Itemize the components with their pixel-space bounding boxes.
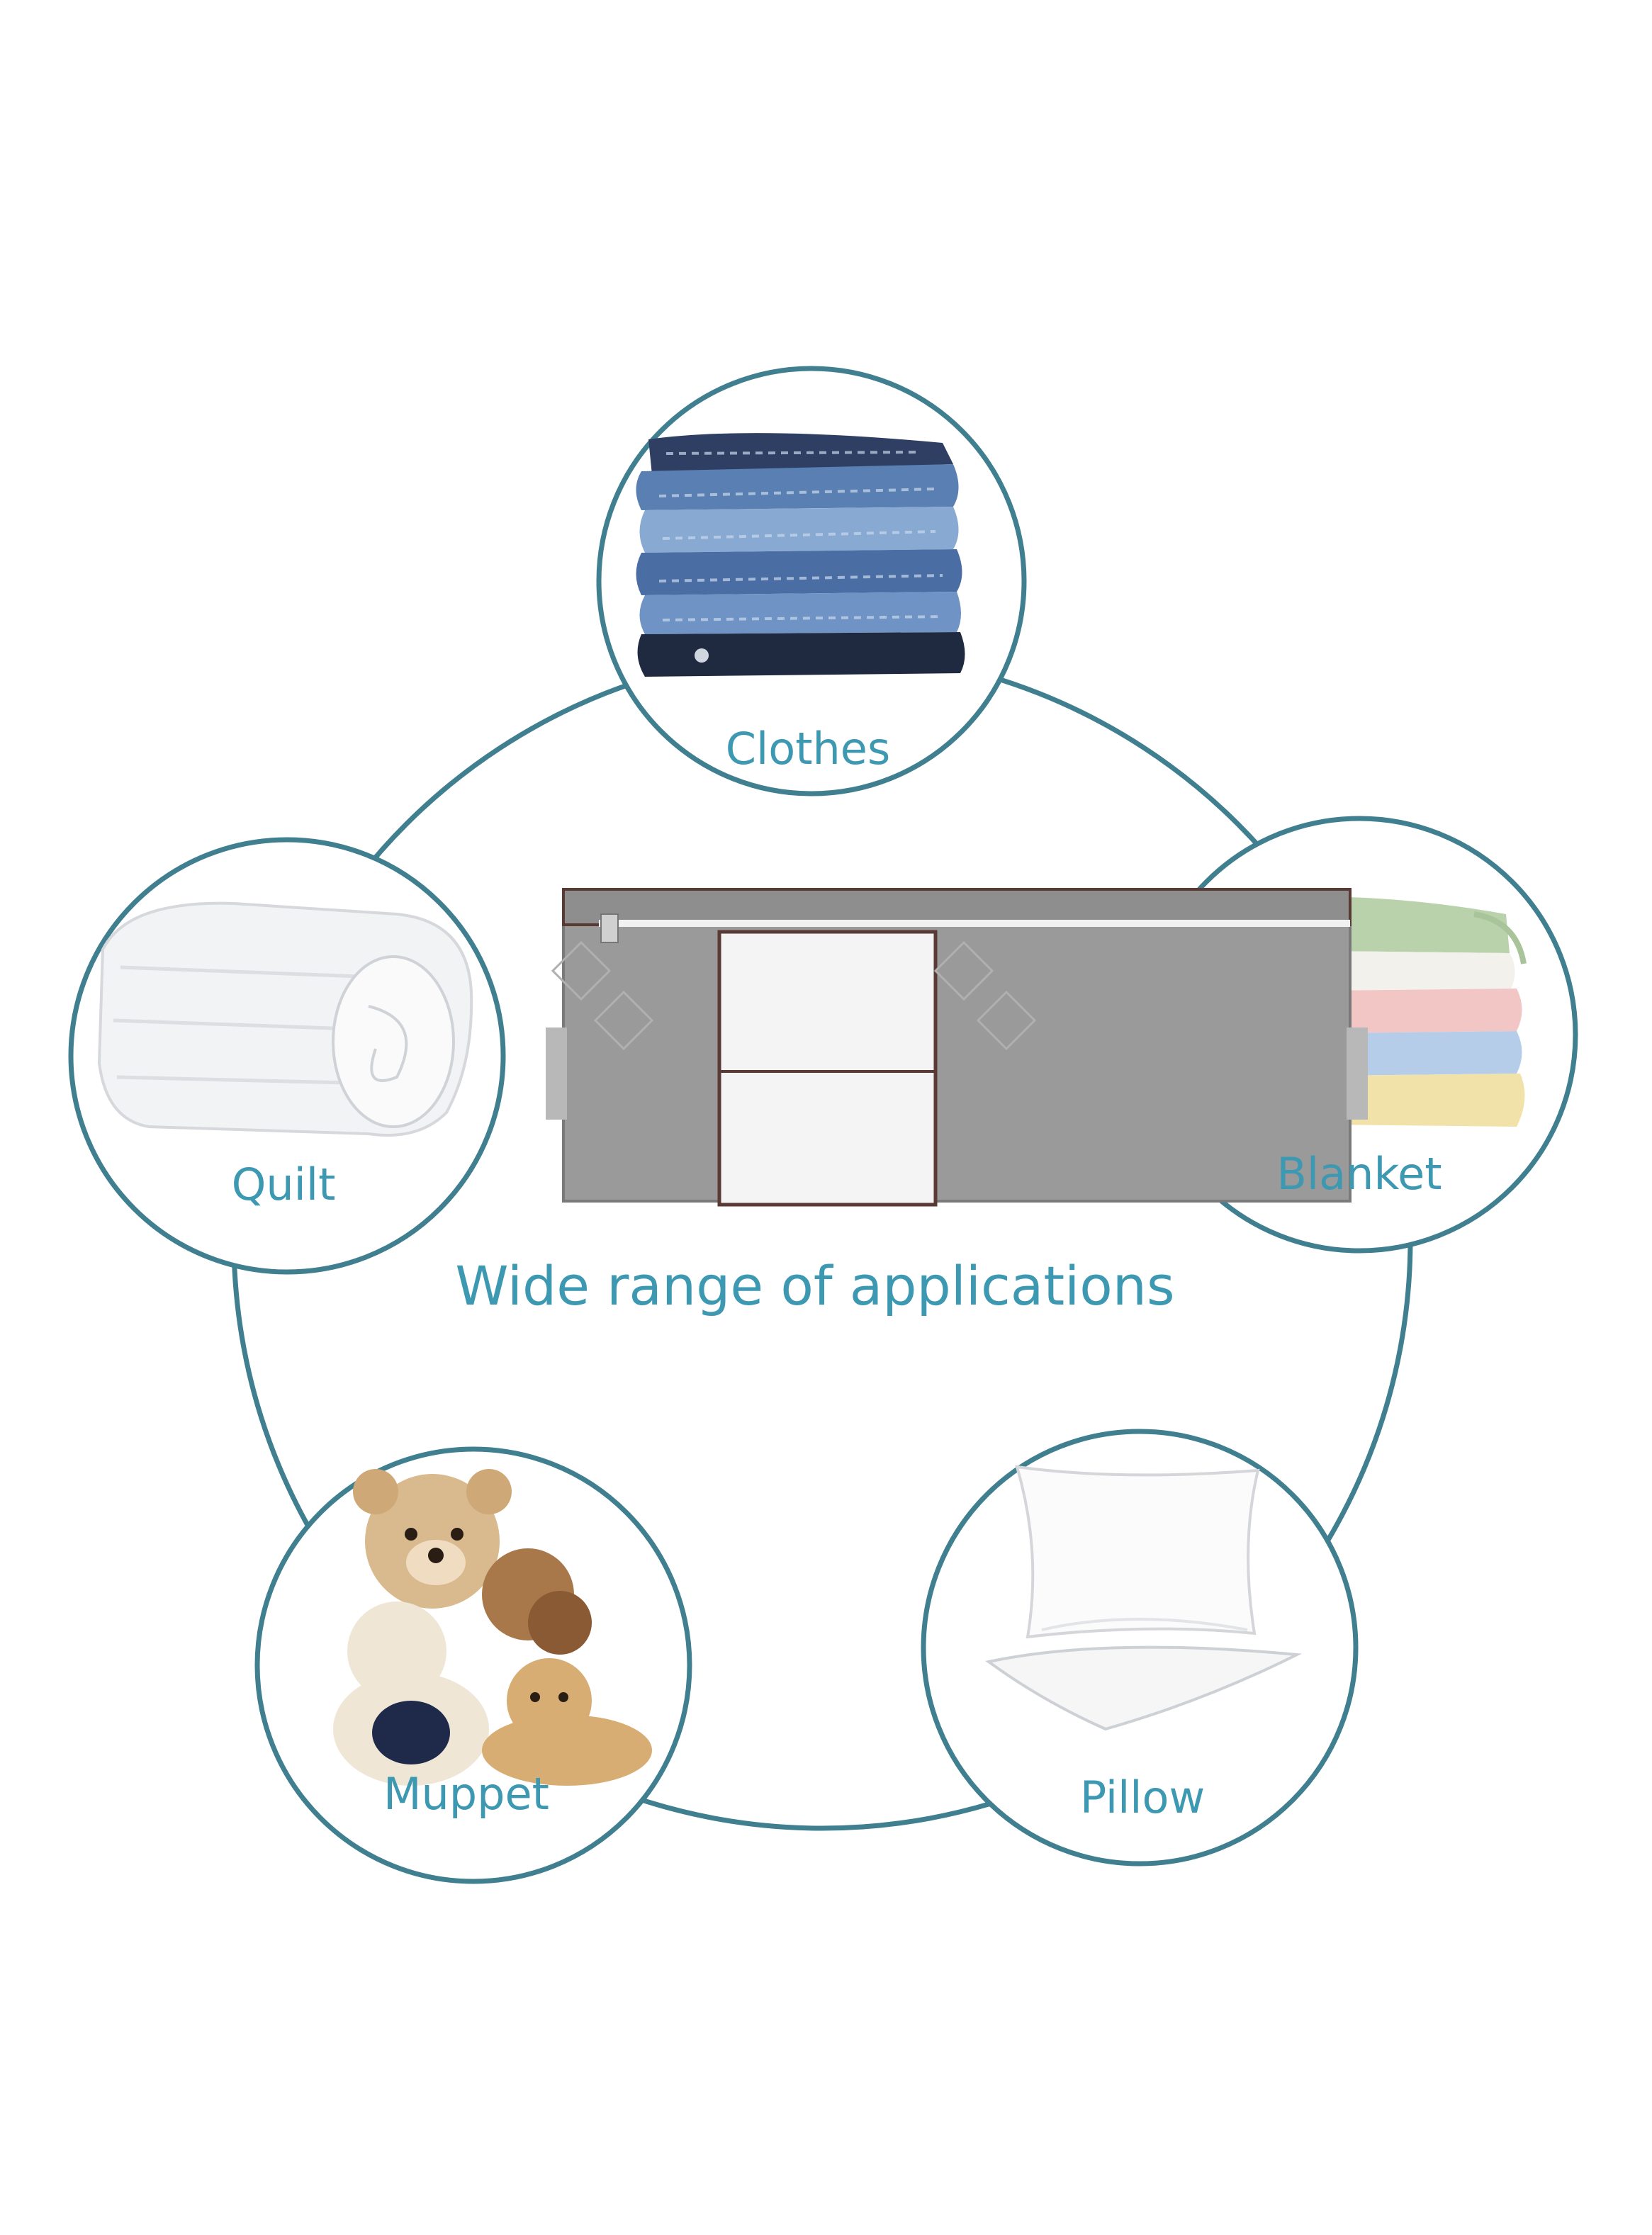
clothes-label: Clothes: [725, 723, 891, 775]
storage-bag-image: [546, 888, 1368, 1207]
headline: Wide range of applications: [455, 1254, 1175, 1317]
blanket-label: Blanket: [1276, 1148, 1442, 1200]
quilt-label: Quilt: [231, 1159, 336, 1210]
quilt-image: [97, 901, 473, 1137]
jeans-stack-image: [636, 433, 965, 677]
muppet-label: Muppet: [383, 1768, 549, 1820]
pillow-image: [985, 1465, 1303, 1731]
teddy-bears-image: [333, 1469, 652, 1786]
pillow-label: Pillow: [1079, 1772, 1206, 1823]
